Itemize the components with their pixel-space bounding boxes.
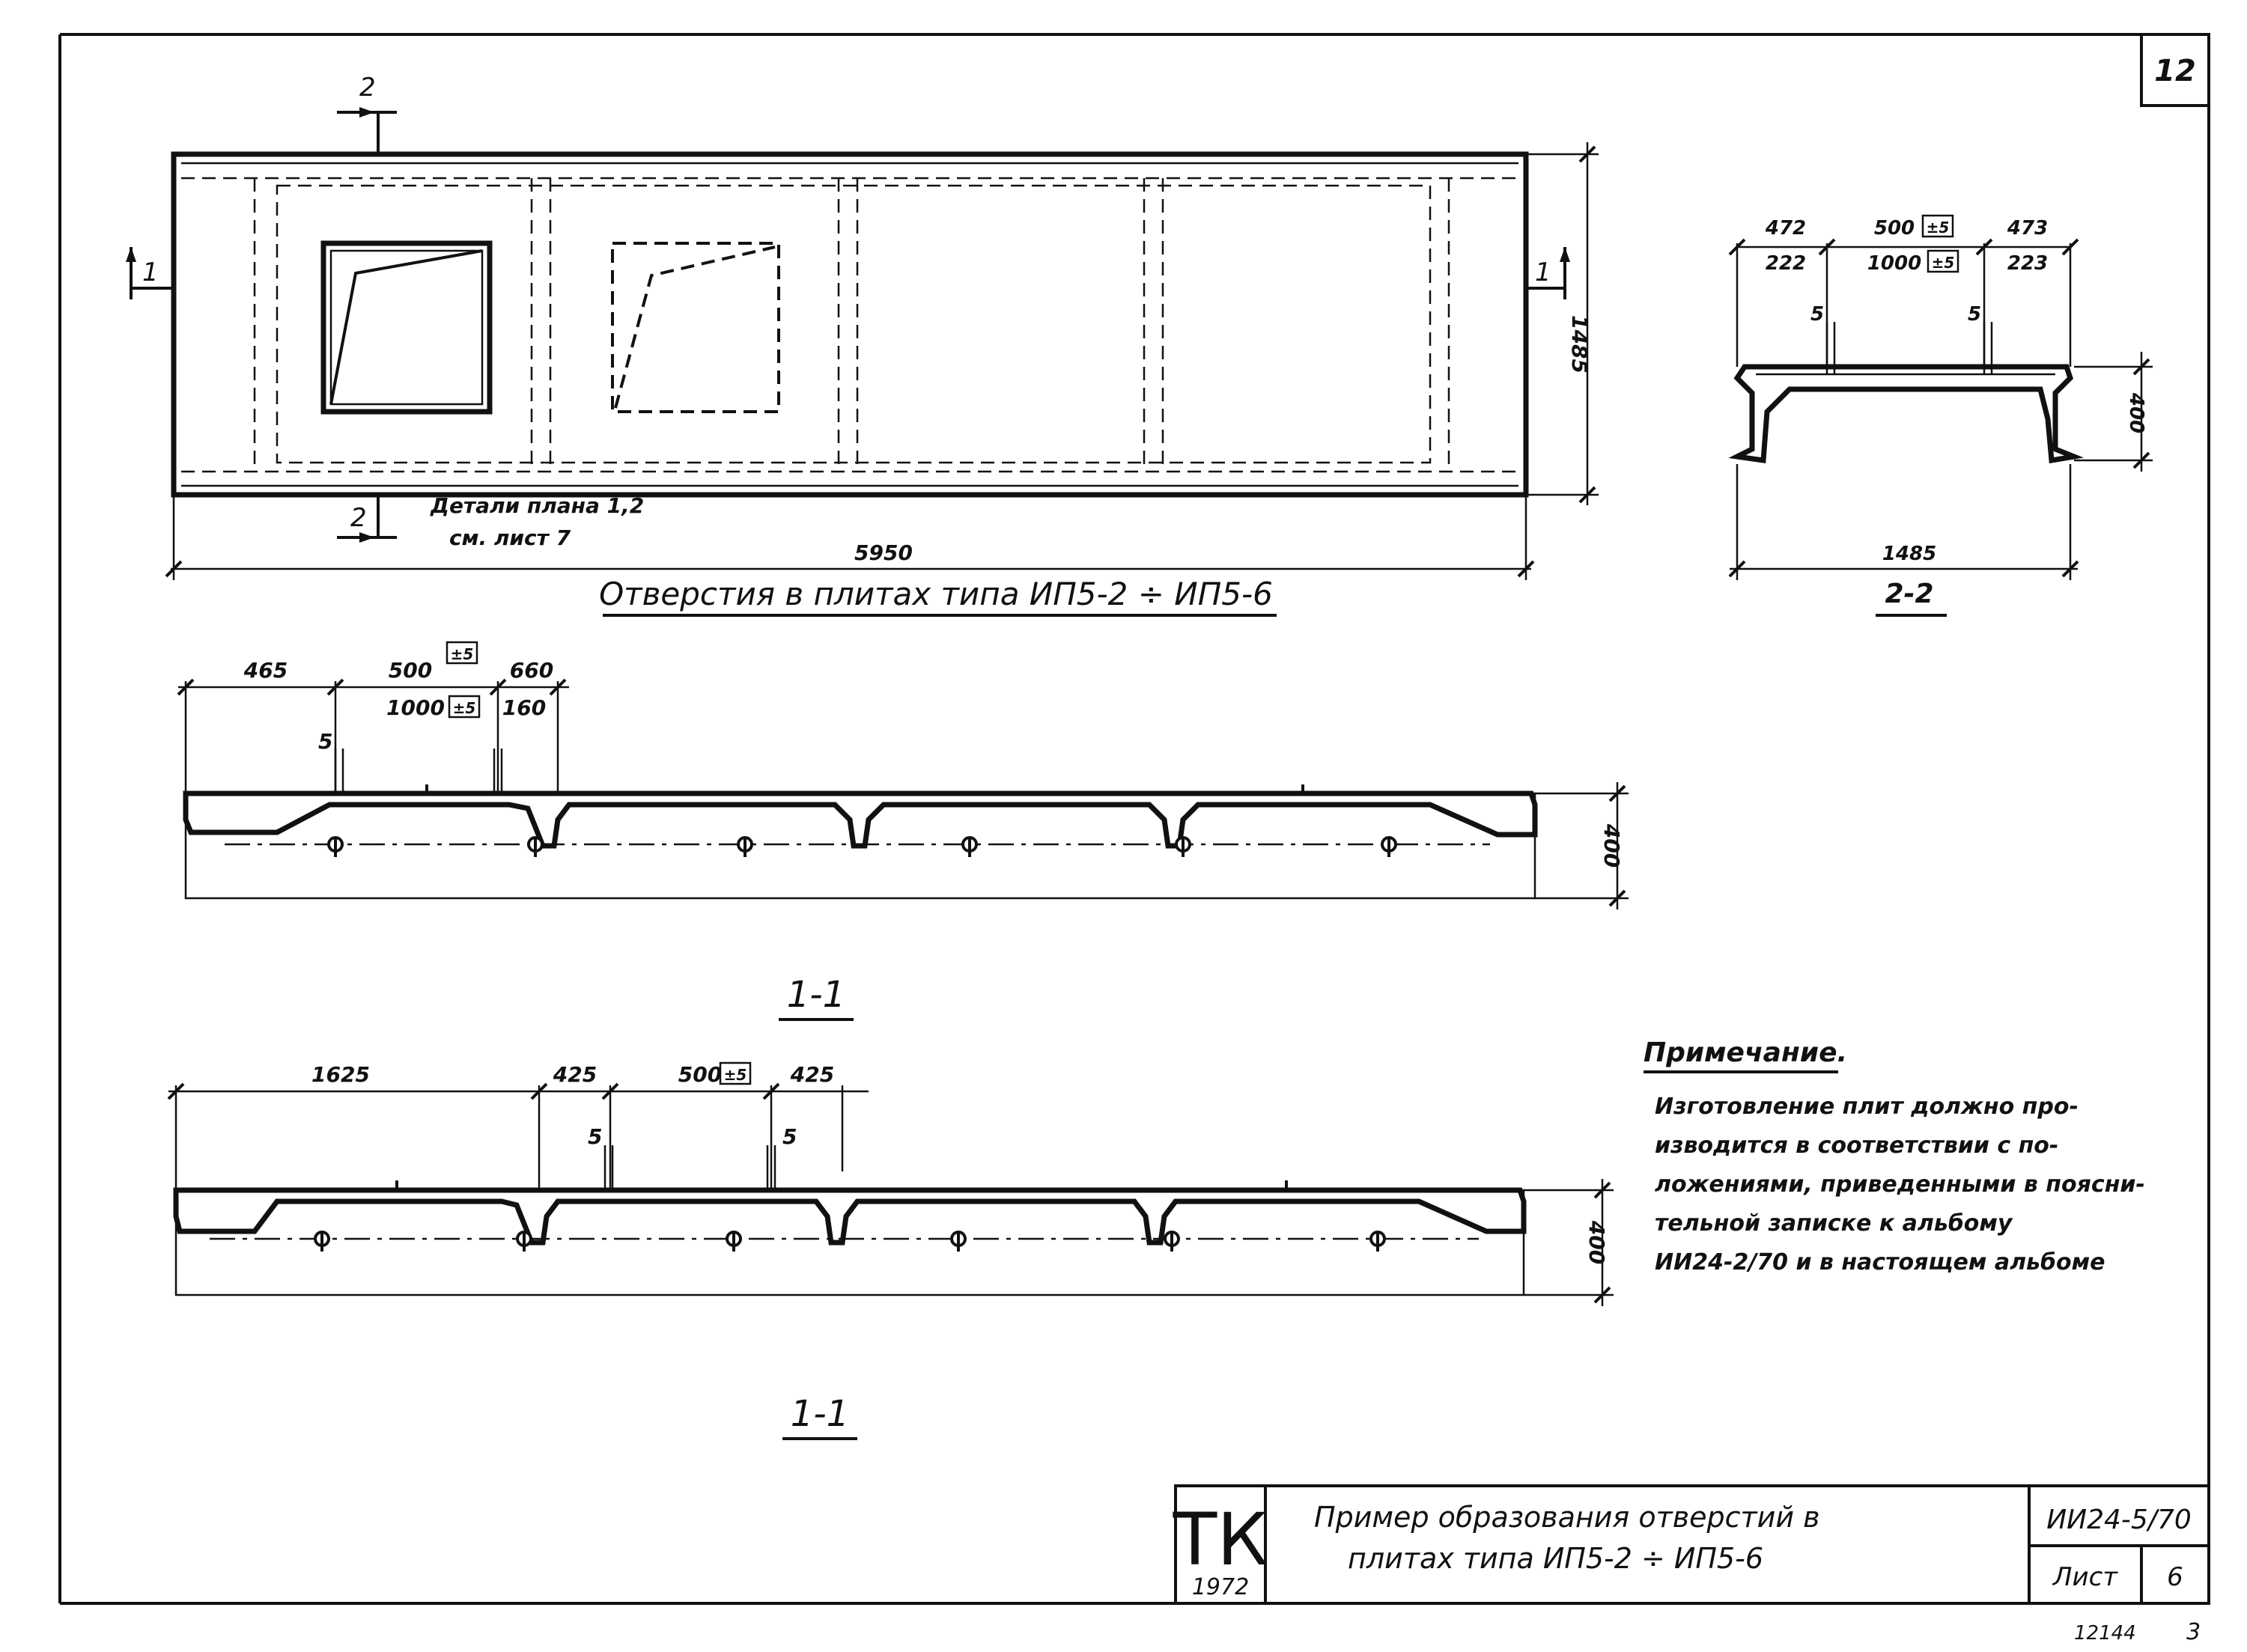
svg-text:±5: ±5 bbox=[451, 645, 474, 663]
plan-rib-1 bbox=[530, 178, 552, 472]
plan-dim-width: 1485 bbox=[1526, 142, 1599, 505]
svg-text:160: 160 bbox=[502, 695, 546, 720]
svg-text:465: 465 bbox=[243, 658, 288, 683]
svg-text:±5: ±5 bbox=[453, 699, 476, 717]
note-heading: Примечание. bbox=[1644, 1037, 1847, 1068]
svg-text:2: 2 bbox=[359, 73, 376, 103]
section-2-2: 472 500 ±5 473 222 1000 ±5 223 5 5 400 1… bbox=[1728, 214, 2153, 617]
plan-opening-solid bbox=[320, 240, 493, 415]
svg-text:5: 5 bbox=[588, 1124, 602, 1149]
svg-text:5: 5 bbox=[1810, 303, 1824, 326]
plan-dim-length: 5950 bbox=[165, 495, 1535, 580]
note-line-5: ИИ24-2/70 и в настоящем альбоме bbox=[1655, 1249, 2105, 1275]
corner-number: 12 bbox=[2154, 54, 2196, 88]
title-line-1: Пример образования отверстий в bbox=[1314, 1501, 1820, 1534]
svg-text:5: 5 bbox=[1968, 303, 1981, 326]
sheet-number: 6 bbox=[2167, 1562, 2183, 1592]
section-mark-2-bottom: 2 bbox=[337, 494, 397, 543]
svg-text:±5: ±5 bbox=[1932, 254, 1955, 272]
svg-text:500: 500 bbox=[389, 658, 432, 683]
svg-text:1: 1 bbox=[1535, 257, 1551, 287]
plan-note-line2: см. лист 7 bbox=[449, 525, 571, 550]
svg-text:400: 400 bbox=[1584, 1220, 1609, 1264]
note-line-1: Изготовление плит должно про- bbox=[1655, 1094, 2079, 1120]
note-block: Примечание. Изготовление плит должно про… bbox=[1644, 1037, 2145, 1275]
archive-stamp: 12144 bbox=[2074, 1622, 2136, 1645]
svg-text:1485: 1485 bbox=[1567, 315, 1592, 374]
svg-text:222: 222 bbox=[1766, 252, 1806, 275]
svg-text:1: 1 bbox=[142, 257, 159, 287]
svg-text:2: 2 bbox=[350, 503, 367, 533]
note-line-2: изводится в соответствии с по- bbox=[1655, 1133, 2058, 1159]
logo-tk: ТК bbox=[1173, 1498, 1268, 1582]
svg-text:500: 500 bbox=[678, 1062, 722, 1087]
section-mark-1-right: 1 bbox=[1526, 247, 1570, 299]
svg-text:5: 5 bbox=[318, 729, 332, 754]
sheet-label: Лист bbox=[2052, 1562, 2118, 1592]
svg-text:473: 473 bbox=[2007, 217, 2048, 240]
archive-stamp-sub: 3 bbox=[2186, 1619, 2201, 1645]
svg-text:400: 400 bbox=[2125, 392, 2147, 433]
album-code: ИИ24-5/70 bbox=[2046, 1505, 2192, 1535]
section-mark-1-left: 1 bbox=[126, 247, 174, 299]
svg-text:472: 472 bbox=[1765, 217, 1806, 240]
section-1-1-lower: 1625 425 500 ±5 425 5 5 400 1-1 bbox=[167, 1061, 1614, 1440]
section-1-1-upper-title: 1-1 bbox=[787, 974, 845, 1016]
svg-text:660: 660 bbox=[510, 658, 553, 683]
title-line-2: плитах типа ИП5-2 ÷ ИП5-6 bbox=[1348, 1542, 1763, 1575]
plan-rib-3 bbox=[1143, 178, 1164, 472]
plan-title: Отверстия в плитах типа ИП5-2 ÷ ИП5-6 bbox=[599, 576, 1273, 612]
svg-text:5: 5 bbox=[782, 1124, 797, 1149]
svg-text:1000: 1000 bbox=[1867, 252, 1921, 275]
logo-year: 1972 bbox=[1192, 1574, 1249, 1600]
section-1-1-upper: 465 500 ±5 660 1000 ±5 160 5 400 1-1 bbox=[177, 641, 1629, 1021]
svg-text:500: 500 bbox=[1874, 217, 1915, 240]
plan-note-line1: Детали плана 1,2 bbox=[430, 493, 644, 518]
plan-view: 2 2 1 1 Детали плана 1,2 см. лист 7 bbox=[126, 73, 1599, 617]
svg-text:1000: 1000 bbox=[386, 695, 445, 720]
corner-number-box: 12 bbox=[2140, 33, 2210, 107]
svg-text:±5: ±5 bbox=[724, 1066, 747, 1084]
title-block: ТК 1972 Пример образования отверстий в п… bbox=[1173, 1484, 2210, 1605]
section-mark-2-top: 2 bbox=[337, 73, 397, 153]
svg-text:400: 400 bbox=[1599, 823, 1624, 868]
note-line-3: ложениями, приведенными в поясни- bbox=[1655, 1171, 2145, 1198]
svg-text:±5: ±5 bbox=[1927, 219, 1950, 237]
section-2-2-title: 2-2 bbox=[1885, 579, 1933, 609]
svg-text:425: 425 bbox=[790, 1062, 834, 1087]
plan-opening-dashed bbox=[611, 242, 780, 413]
section-1-1-lower-title: 1-1 bbox=[791, 1393, 849, 1435]
svg-text:425: 425 bbox=[553, 1062, 597, 1087]
plan-rib-2 bbox=[837, 178, 859, 472]
svg-text:223: 223 bbox=[2007, 252, 2048, 275]
svg-text:1485: 1485 bbox=[1882, 543, 1936, 565]
svg-text:5950: 5950 bbox=[854, 540, 913, 565]
svg-text:1625: 1625 bbox=[311, 1062, 370, 1087]
note-line-4: тельной записке к альбому bbox=[1655, 1210, 2013, 1237]
